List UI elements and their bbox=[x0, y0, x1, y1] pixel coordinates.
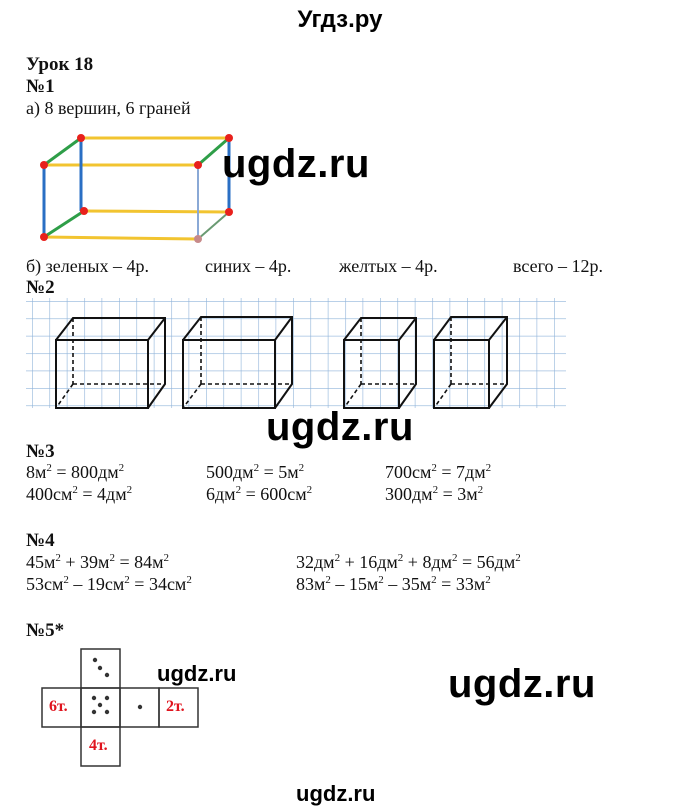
net-face-left-label: 6т. bbox=[49, 698, 68, 715]
task4-label: №4 bbox=[26, 530, 55, 551]
task4-eq-1: 45м2 + 39м2 = 84м2 bbox=[26, 552, 169, 572]
task3-eq-2: 500дм2 = 5м2 bbox=[206, 462, 305, 482]
task1-answer-b-total: всего – 12р. bbox=[513, 256, 604, 276]
task3-eq-6: 300дм2 = 3м2 bbox=[385, 484, 484, 504]
watermark: ugdz.ru bbox=[222, 142, 370, 186]
task1-answer-a: а) 8 вершин, 6 граней bbox=[26, 98, 191, 118]
task5-label: №5* bbox=[26, 620, 65, 641]
colored-box-figure bbox=[40, 134, 233, 243]
task3-eq-4: 400см2 = 4дм2 bbox=[26, 484, 133, 504]
task1-answer-b-green: б) зеленых – 4р. bbox=[26, 256, 149, 276]
net-face-right-label: 2т. bbox=[166, 698, 185, 715]
task3-eq-3: 700см2 = 7дм2 bbox=[385, 462, 492, 482]
cube-net-figure bbox=[41, 648, 199, 767]
task3-eq-1: 8м2 = 800дм2 bbox=[26, 462, 125, 482]
grid-boxes-figure bbox=[26, 298, 566, 409]
watermark: ugdz.ru bbox=[266, 405, 414, 449]
task2-label: №2 bbox=[26, 277, 55, 298]
task1-answer-b-yellow: желтых – 4р. bbox=[339, 256, 438, 276]
task3-eq-5: 6дм2 = 600см2 bbox=[206, 484, 313, 504]
lesson-title: Урок 18 bbox=[26, 54, 94, 75]
task4-eq-4: 83м2 – 15м2 – 35м2 = 33м2 bbox=[296, 574, 491, 594]
watermark: ugdz.ru bbox=[448, 662, 596, 706]
watermark: ugdz.ru bbox=[296, 781, 376, 806]
task4-eq-3: 53см2 – 19см2 = 34см2 bbox=[26, 574, 192, 594]
task1-answer-b-blue: синих – 4р. bbox=[205, 256, 292, 276]
watermark: ugdz.ru bbox=[157, 661, 237, 686]
task3-label: №3 bbox=[26, 441, 55, 462]
task1-label: №1 bbox=[26, 76, 55, 97]
site-title: Угдз.ру bbox=[297, 6, 383, 33]
net-face-bottom-label: 4т. bbox=[89, 737, 108, 754]
task4-eq-2: 32дм2 + 16дм2 + 8дм2 = 56дм2 bbox=[296, 552, 521, 572]
